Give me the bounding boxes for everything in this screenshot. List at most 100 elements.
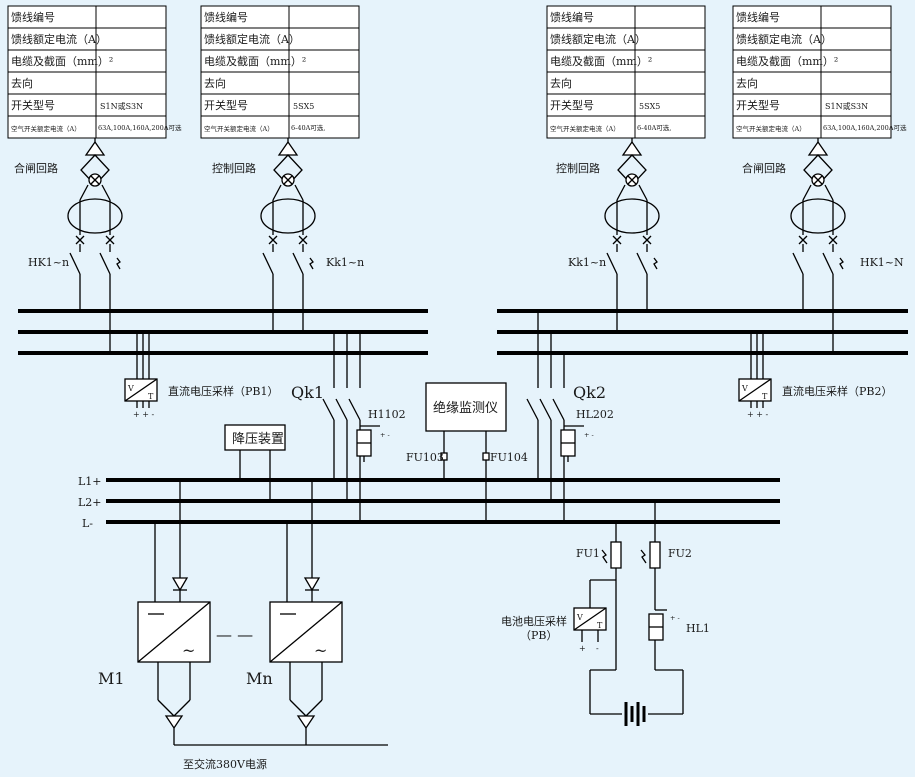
bus-label-l2: L2+ [78, 496, 102, 509]
table-row-label: 馈线额定电流（A） [204, 32, 300, 46]
lower-busbars [106, 478, 780, 524]
qk1-switch [322, 332, 361, 522]
rectifier-modules: ~~ [137, 480, 388, 746]
hl202-terminals: + - [584, 431, 594, 439]
kk-switch-label-right: Kk1~n [568, 256, 606, 269]
feeder-branch-3 [604, 138, 660, 334]
table-row-label: 电缆及截面（mm）² [736, 54, 838, 68]
table-row-label: 馈线额定电流（A） [736, 32, 832, 46]
h1102-terminals: + - [380, 431, 390, 439]
pb1-terminals: + + - [133, 410, 154, 419]
ac-tilde-mark: ~ [182, 641, 195, 660]
insulation-monitor-label: 绝缘监测仪 [433, 400, 498, 416]
table-row-label: 馈线编号 [204, 10, 248, 24]
table-row-label: 馈线额定电流（A） [550, 32, 646, 46]
pb1-v-mark: V [127, 384, 134, 393]
table-row-label: 电缆及截面（mm）² [11, 54, 113, 68]
table-row-label: 馈线编号 [550, 10, 594, 24]
air-switch-current-value: 63A,100A,160A,200A可选 [98, 123, 182, 132]
rectifier-module-1: ~ [137, 480, 211, 745]
table-row-label: 去向 [11, 76, 33, 90]
feeder-branch-2 [260, 138, 316, 334]
dc-voltage-sampler-pb1: V T + + - [124, 332, 158, 419]
battery-sampling-sub: （PB） [520, 629, 558, 642]
feeder-branch-1 [67, 138, 123, 355]
insulation-monitor [425, 382, 507, 522]
switch-model-value: 5SX5 [293, 102, 314, 111]
switch-model-value: 5SX5 [639, 102, 660, 111]
switch-model-value: S1N或S3N [825, 101, 868, 111]
hl202-label: HL202 [576, 408, 614, 421]
bus-label-lminus: L- [82, 517, 93, 530]
step-down-device [224, 424, 286, 501]
table-row-label: 开关型号 [11, 98, 55, 112]
fu1-label: FU1 [576, 547, 600, 560]
feeder-branch-4 [790, 138, 846, 355]
pb2-t-mark: T [762, 392, 768, 401]
switch-model-value: S1N或S3N [100, 101, 143, 111]
air-switch-current-value: 63A,100A,160A,200A可选 [823, 123, 907, 132]
table-row-label: 开关型号 [204, 98, 248, 112]
table-row-label: 空气开关额定电流（A） [736, 124, 806, 133]
ac-source-label: 至交流380V电源 [183, 757, 267, 771]
table-row-label: 馈线编号 [11, 10, 55, 24]
m1-label: M1 [98, 669, 125, 688]
bus-label-l1: L1+ [78, 475, 102, 488]
h1102-label: H1102 [368, 408, 406, 421]
closing-circuit-label-1: 合闸回路 [14, 161, 58, 175]
fu2-label: FU2 [668, 547, 692, 560]
kk-switch-label-left: Kk1~n [326, 256, 364, 269]
hk-switch-label-left: HK1~n [28, 256, 69, 269]
battery-sampling-label: 电池电压采样 [501, 614, 567, 628]
step-down-label: 降压装置 [232, 432, 284, 447]
pb1-label: 直流电压采样（PB1） [168, 384, 278, 398]
module-ellipsis: — — [216, 625, 253, 644]
feeder-branches [67, 138, 846, 355]
upper-busbars-right [497, 309, 908, 355]
air-switch-current-value: 6-40A可选, [291, 123, 325, 132]
pb-minus: - [596, 644, 599, 653]
fu104-label: FU104 [490, 451, 528, 464]
rectifier-module-2: ~ [269, 480, 343, 745]
pb2-v-mark: V [741, 384, 748, 393]
qk2-switch [526, 311, 565, 522]
h1102-indicator: + - [356, 425, 390, 462]
table-row-label: 开关型号 [736, 98, 780, 112]
table-row-label: 馈线编号 [736, 10, 780, 24]
qk2-label: Qk2 [573, 383, 606, 402]
table-row-label: 电缆及截面（mm）² [550, 54, 652, 68]
pb2-terminals: + + - [747, 410, 768, 419]
mn-label: Mn [246, 669, 273, 688]
ac-tilde-mark: ~ [314, 641, 327, 660]
table-row-label: 空气开关额定电流（A） [11, 124, 81, 133]
table-row-label: 去向 [204, 76, 226, 90]
table-row-label: 空气开关额定电流（A） [550, 124, 620, 133]
table-row-label: 电缆及截面（mm）² [204, 54, 306, 68]
hl1-terminals: + - [670, 614, 680, 622]
qk1-label: Qk1 [291, 383, 324, 402]
battery-section: V T + - + - [573, 501, 684, 726]
control-circuit-label-1: 控制回路 [212, 161, 256, 175]
table-row-label: 去向 [736, 76, 758, 90]
table-row-label: 开关型号 [550, 98, 594, 112]
pb-v-mark: V [576, 613, 583, 622]
hk-switch-label-right: HK1~N [860, 256, 904, 269]
pb-plus: + [579, 644, 586, 653]
closing-circuit-label-2: 合闸回路 [742, 161, 786, 175]
table-row-label: 去向 [550, 76, 572, 90]
table-row-label: 馈线额定电流（A） [11, 32, 107, 46]
pb1-t-mark: T [148, 392, 154, 401]
table-row-label: 空气开关额定电流（A） [204, 124, 274, 133]
control-circuit-label-2: 控制回路 [556, 161, 600, 175]
dc-voltage-sampler-pb2: V T + + - [738, 332, 772, 419]
fu103-label: FU103 [406, 451, 444, 464]
pb2-label: 直流电压采样（PB2） [782, 384, 892, 398]
air-switch-current-value: 6-40A可选, [637, 123, 671, 132]
hl202-indicator: + - [560, 425, 594, 462]
